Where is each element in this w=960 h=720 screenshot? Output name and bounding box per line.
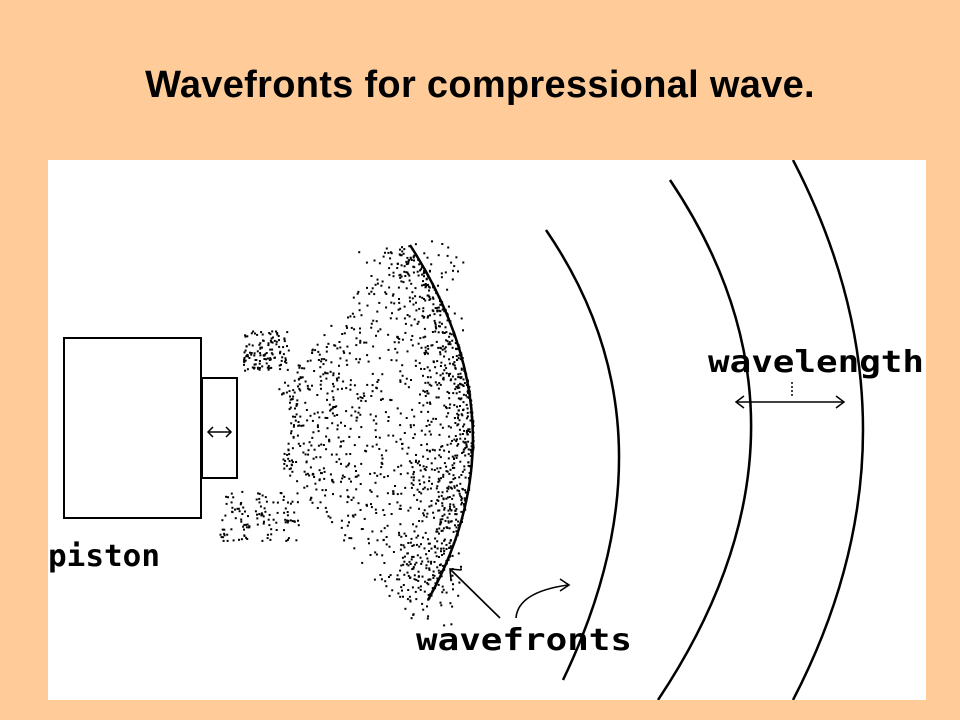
wavelength-label: wavelength [708,345,924,380]
slide-title: Wavefronts for compressional wave. [145,64,815,106]
diagram-panel: piston wavelength wavefronts [48,160,926,700]
piston-head [201,377,238,479]
wavefront-1 [408,244,475,601]
wavefront-2 [544,229,621,681]
wavefronts-label: wavefronts [416,623,632,658]
wavefront-pointer-arrows [449,568,571,619]
piston-motion-arrow [206,426,233,438]
wavefront-3 [656,179,753,700]
piston-body [63,337,202,519]
piston-label: piston [48,539,160,574]
wavefront-4 [791,160,865,700]
wavelength-arrow [734,382,846,409]
compressional-wave-diagram: piston wavelength wavefronts [48,160,924,700]
compression-particles [219,240,475,627]
